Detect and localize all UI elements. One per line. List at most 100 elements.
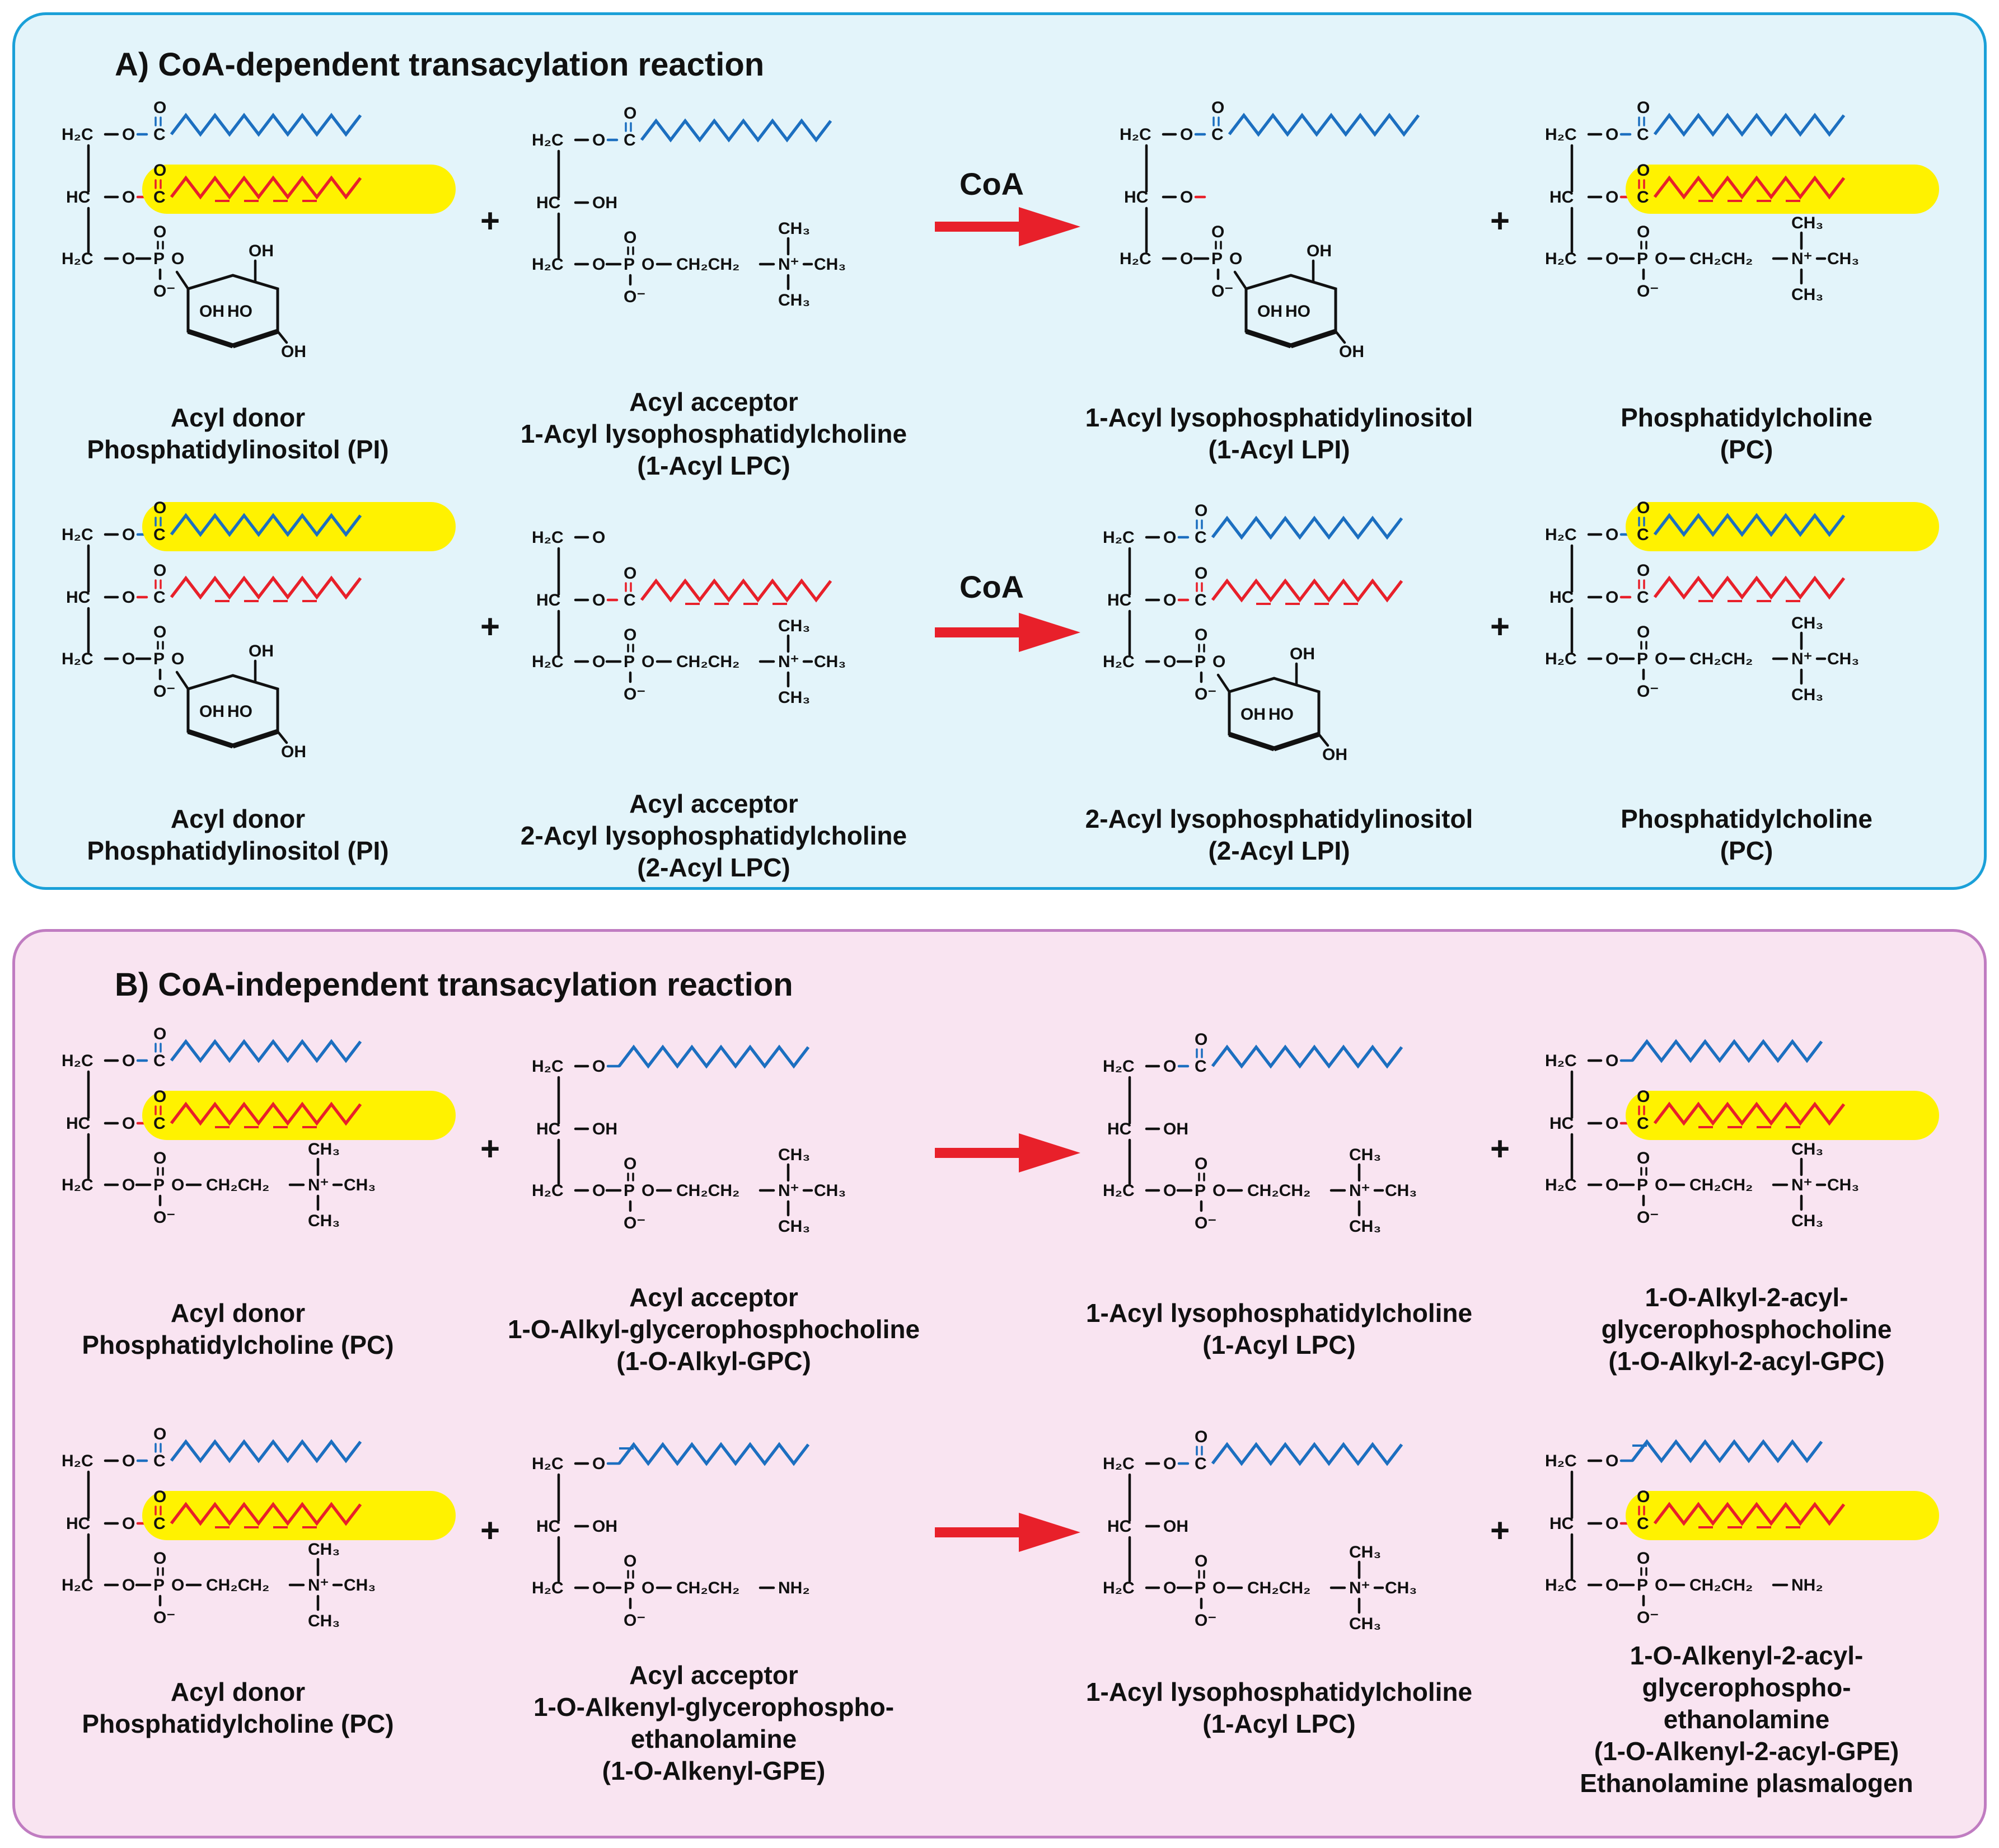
atom-label: O [1195, 1030, 1207, 1049]
atom-label: O [153, 223, 166, 241]
atom-label: O [1195, 1428, 1207, 1446]
atom-label: O [1195, 564, 1207, 583]
atom-label: O [1195, 501, 1207, 520]
atom-label: CH₃ [1791, 1212, 1823, 1230]
atom-label: P [1637, 1576, 1648, 1594]
atom-label: HC [1549, 1514, 1574, 1533]
atom-label: O [1637, 1087, 1650, 1106]
acceptor-label-line: 1-O-Alkyl-glycerophosphocholine [507, 1315, 920, 1344]
atom-label: O [122, 1114, 135, 1133]
atom-label: H₂C [1545, 526, 1577, 544]
atom-label: O [1163, 1455, 1176, 1473]
reagent-coa-row2: CoA [959, 569, 1024, 604]
atom-label: O [171, 250, 184, 268]
atom-label: O [1637, 1149, 1650, 1167]
atom-label: HC [66, 588, 90, 607]
atom-label: O [171, 650, 184, 668]
atom-label: CH₃ [308, 1540, 340, 1559]
atom-label: HC [66, 1114, 90, 1133]
atom-label: NH₂ [778, 1579, 810, 1597]
product-label-line: (1-O-Alkenyl-2-acyl-GPE) [1594, 1737, 1899, 1766]
donor-label-line: Acyl donor [170, 804, 306, 833]
atom-label: O [153, 499, 166, 517]
atom-label: O [1605, 250, 1618, 268]
atom-label: CH₃ [344, 1176, 376, 1194]
atom-label: O⁻ [1195, 1611, 1216, 1630]
atom-label: O [1212, 1181, 1225, 1200]
acceptor-label-b2: Acyl acceptor 1-O-Alkenyl-glycerophospho… [476, 1659, 952, 1787]
atom-label: CH₃ [1827, 1176, 1859, 1194]
atom-label: O [122, 650, 135, 668]
atom-label: CH₃ [308, 1212, 340, 1230]
atom-label: P [624, 1181, 635, 1200]
acceptor-label-line: (2-Acyl LPC) [637, 853, 790, 882]
donor-label-line: Phosphatidylinositol (PI) [87, 435, 389, 464]
right-arrow-icon [935, 207, 1080, 246]
atom-label: CH₃ [778, 688, 810, 707]
atom-label: C [1195, 591, 1207, 609]
atom-label: O [1211, 99, 1224, 117]
reagent-coa-row1: CoA [959, 166, 1024, 201]
atom-label: CH₂CH₂ [676, 1181, 739, 1200]
atom-label: CH₂CH₂ [676, 653, 739, 671]
plus-sign-b2-left: + [480, 1512, 500, 1549]
atom-label: H₂C [62, 1052, 93, 1070]
atom-label: O [1637, 1549, 1650, 1568]
donor-label-b2: Acyl donor Phosphatidylcholine (PC) [56, 1676, 420, 1740]
atom-label: O [1605, 1514, 1618, 1533]
atom-label: C [1637, 526, 1649, 544]
atom-label: H₂C [532, 1579, 564, 1597]
atom-label: CH₃ [1791, 214, 1823, 232]
acceptor-label-line: ethanolamine [630, 1724, 797, 1753]
atom-label: O [153, 1488, 166, 1506]
product-label-line: ethanolamine [1663, 1705, 1830, 1734]
atom-label: P [1195, 653, 1206, 671]
atom-label: O⁻ [1637, 1208, 1659, 1227]
atom-label: C [1637, 588, 1649, 607]
atom-label: OH [592, 1517, 617, 1536]
atom-label: HC [536, 194, 560, 212]
atom-label: OH [1163, 1120, 1188, 1138]
atom-label: C [1211, 125, 1224, 144]
atom-label: CH₃ [814, 653, 846, 671]
atom-label: OH [592, 194, 617, 212]
atom-label: O [1605, 1052, 1618, 1070]
atom-label: P [153, 250, 165, 268]
atom-label: H₂C [532, 1181, 564, 1200]
atom-label: CH₂CH₂ [1689, 250, 1753, 268]
atom-label: CH₂CH₂ [1689, 1176, 1753, 1194]
plus-sign-b2-right: + [1490, 1512, 1510, 1549]
atom-label: O [1229, 250, 1242, 268]
atom-label: O⁻ [153, 282, 175, 301]
acceptor-label-line: Acyl acceptor [629, 1661, 798, 1690]
atom-label: O [642, 653, 654, 671]
atom-label: HC [1549, 1114, 1574, 1133]
atom-label: C [153, 1114, 166, 1133]
atom-label: O [1163, 591, 1176, 609]
product-label-line: Phosphatidylcholine [1621, 403, 1872, 432]
atom-label: CH₃ [778, 1146, 810, 1164]
atom-label: H₂C [532, 1057, 564, 1076]
plus-sign-b1-left: + [480, 1130, 500, 1167]
donor-label-b1: Acyl donor Phosphatidylcholine (PC) [56, 1297, 420, 1361]
product-label-line: 1-Acyl lysophosphatidylcholine [1085, 1677, 1473, 1706]
atom-label: CH₂CH₂ [1247, 1181, 1310, 1200]
atom-label: CH₃ [1827, 650, 1859, 668]
atom-label: O [153, 1425, 166, 1443]
atom-label: O [1637, 161, 1650, 180]
atom-label: O [122, 1514, 135, 1533]
atom-label: O [153, 1087, 166, 1106]
atom-label: CH₃ [344, 1576, 376, 1594]
product-label-line: (1-Acyl LPC) [1202, 1330, 1356, 1359]
acceptor-label-b1: Acyl acceptor 1-O-Alkyl-glycerophosphoch… [476, 1282, 952, 1377]
atom-label: P [1637, 1176, 1648, 1194]
atom-label: O [592, 591, 605, 609]
atom-label: O⁻ [624, 1214, 645, 1232]
atom-label: O⁻ [1195, 1214, 1216, 1232]
atom-label: O [592, 1579, 605, 1597]
atom-label: O [1163, 1181, 1176, 1200]
atom-label: O [1195, 1552, 1207, 1570]
